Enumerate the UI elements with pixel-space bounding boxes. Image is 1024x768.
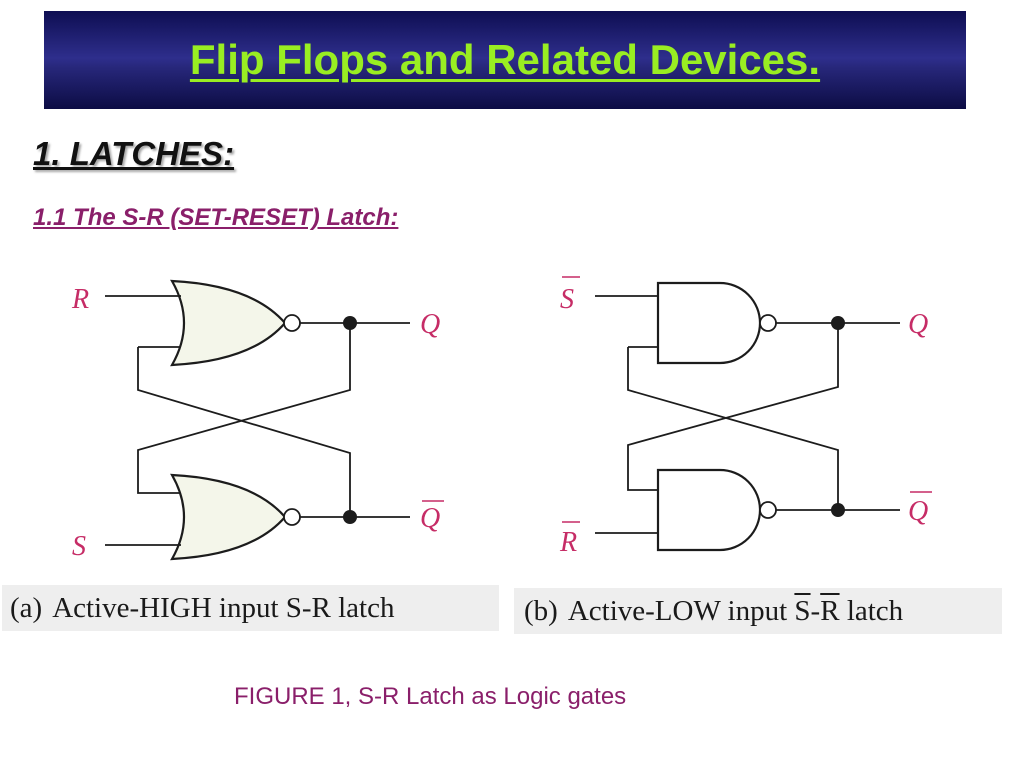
inverter-bubble-bottom [283, 508, 301, 526]
output-label-q-not: Q [908, 496, 928, 527]
caption-r-not: R [820, 594, 840, 627]
inverter-bubble-bottom [759, 501, 777, 519]
slide-title: Flip Flops and Related Devices. [189, 36, 821, 83]
caption-active-high: (a) Active-HIGH input S-R latch [2, 585, 499, 631]
junction-dot-bottom [343, 510, 357, 524]
output-label-q-not: Q [420, 503, 440, 534]
inverter-bubble-top [283, 314, 301, 332]
caption-dash: - [810, 594, 821, 627]
nand-latch-diagram: S R Q Q [559, 276, 932, 558]
nor-gate-bottom [170, 473, 301, 561]
caption-suffix-b: latch [839, 594, 904, 627]
nand-gate-top [656, 281, 777, 365]
input-label-s: S [72, 531, 86, 562]
output-label-q: Q [908, 309, 928, 340]
output-label-q: Q [420, 309, 440, 340]
section-heading: 1. LATCHES: [33, 135, 235, 172]
title-banner: Flip Flops and Related Devices. [44, 11, 966, 109]
junction-dot-top [831, 316, 845, 330]
nor-latch-diagram: R S Q Q [71, 279, 444, 562]
inverter-bubble-top [759, 314, 777, 332]
input-label-r-not: R [559, 527, 577, 558]
nand-gate-bottom [656, 468, 777, 552]
caption-text-a: Active-HIGH input S-R latch [52, 591, 395, 624]
input-label-s-not: S [560, 284, 574, 315]
figure-caption: FIGURE 1, S-R Latch as Logic gates [234, 683, 627, 710]
caption-s-not: S [794, 594, 811, 627]
caption-tag-a: (a) [10, 591, 43, 624]
caption-active-low: (b) Active-LOW input S - R latch [514, 588, 1002, 634]
nor-gate-top [170, 279, 301, 367]
input-label-r: R [71, 284, 89, 315]
caption-prefix-b: Active-LOW input [567, 594, 795, 627]
junction-dot-bottom [831, 503, 845, 517]
caption-tag-b: (b) [524, 594, 558, 627]
junction-dot-top [343, 316, 357, 330]
subsection-heading: 1.1 The S-R (SET-RESET) Latch: [33, 204, 399, 231]
